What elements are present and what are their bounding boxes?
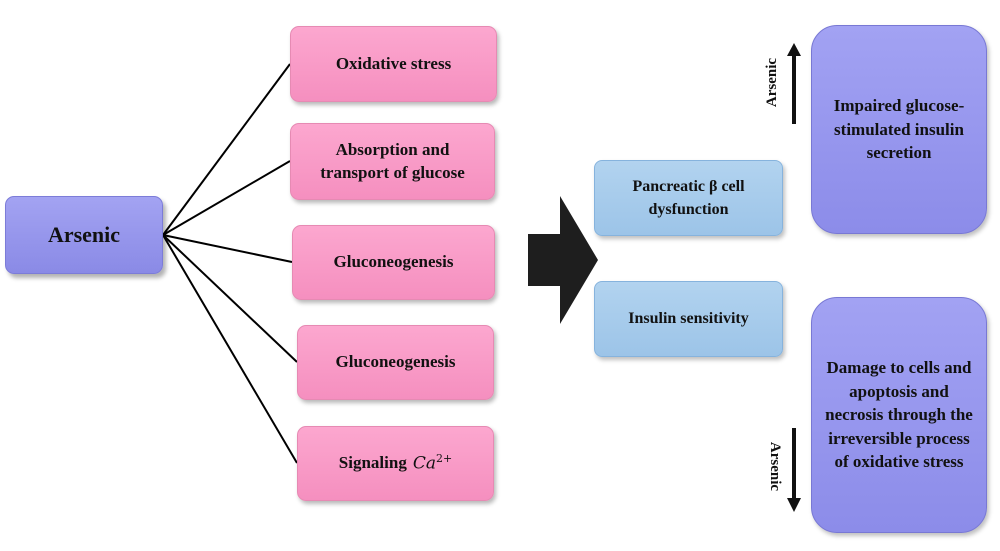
calcium-charge: 2+ (435, 451, 453, 465)
mechanism-label: Gluconeogenesis (335, 352, 456, 372)
connector-line-signaling (162, 234, 298, 464)
effect-label: Insulin sensitivity (628, 310, 749, 328)
connector-line-absorption (162, 160, 291, 236)
effect-label: Pancreatic β cell dysfunction (632, 177, 745, 218)
up-arrow-icon (787, 43, 801, 124)
mechanism-oxidative-stress: Oxidative stress (290, 26, 497, 102)
outcome-label: Impaired glucose-stimulated insulin secr… (833, 96, 965, 163)
outcome-impaired-insulin-secretion: Impaired glucose-stimulated insulin secr… (811, 25, 987, 234)
arsenic-up-arrow-label: Arsenic (764, 57, 781, 108)
connector-line-gluconeogenesis-1 (162, 234, 293, 263)
arsenic-down-arrow-label: Arsenic (767, 441, 784, 492)
effect-pancreatic-beta-cell-dysfunction: Pancreatic β cell dysfunction (594, 160, 783, 236)
effect-insulin-sensitivity: Insulin sensitivity (594, 281, 783, 357)
mechanism-label: Signaling (338, 453, 407, 473)
mechanism-label: Absorption and transport of glucose (320, 139, 465, 182)
mechanism-absorption-transport-glucose: Absorption and transport of glucose (290, 123, 495, 200)
mechanism-calcium-signaling: Signaling Ca2+ (297, 426, 494, 501)
mechanism-label: Gluconeogenesis (333, 252, 454, 272)
calcium-formula: Ca2+ (413, 452, 452, 476)
outcome-cell-damage-apoptosis-necrosis: Damage to cells and apoptosis and necros… (811, 297, 987, 533)
outcome-label: Damage to cells and apoptosis and necros… (825, 358, 973, 472)
mechanism-label: Oxidative stress (335, 53, 452, 73)
mechanism-gluconeogenesis-2: Gluconeogenesis (297, 325, 494, 400)
mechanism-gluconeogenesis-1: Gluconeogenesis (292, 225, 495, 300)
connector-line-oxidative-stress (162, 63, 291, 236)
connector-line-gluconeogenesis-2 (162, 234, 298, 363)
arsenic-source-label: Arsenic (47, 222, 121, 247)
down-arrow-icon (787, 428, 801, 512)
calcium-symbol: Ca (412, 453, 436, 474)
arsenic-source-box: Arsenic (5, 196, 163, 274)
big-right-arrow-icon (528, 196, 598, 324)
